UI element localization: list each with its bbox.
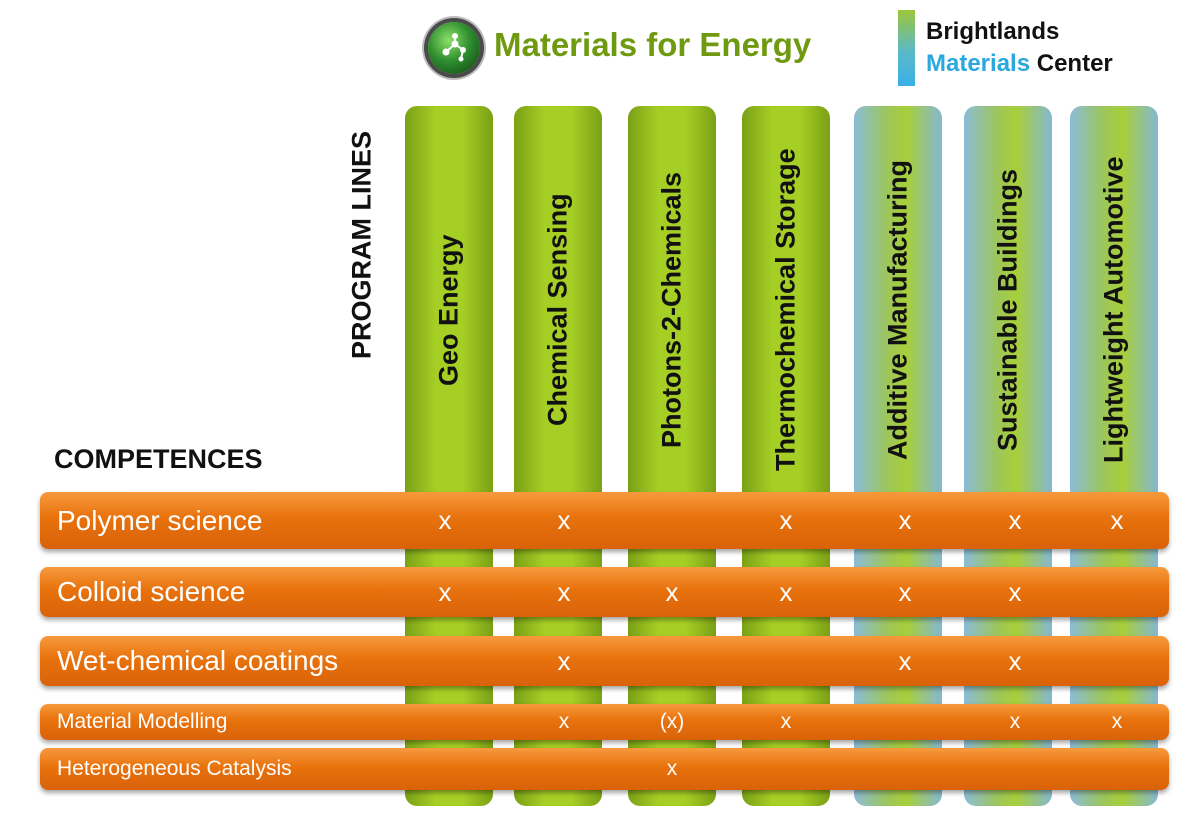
competence-row-label: Heterogeneous Catalysis xyxy=(57,757,292,780)
competence-mark xyxy=(642,636,702,686)
competence-mark xyxy=(415,704,475,740)
competence-mark: x xyxy=(1110,505,1124,535)
competence-mark: x xyxy=(557,505,571,535)
competence-mark: x xyxy=(666,757,678,780)
competence-mark xyxy=(1087,636,1147,686)
competence-mark: x xyxy=(557,576,571,607)
competence-mark: x xyxy=(898,576,912,607)
program-column-label: Additive Manufacturing xyxy=(882,160,913,461)
competence-mark: x xyxy=(438,505,452,535)
brand-name-accent: Materials xyxy=(926,50,1031,77)
brand-name-rest: Center xyxy=(1030,50,1113,77)
competence-mark: x xyxy=(1008,576,1022,607)
program-column-label: Sustainable Buildings xyxy=(992,168,1023,452)
competence-mark: x xyxy=(779,505,793,535)
competence-row-colloid-science: Colloid science x x x x x x xyxy=(40,567,1169,617)
competence-row-label: Colloid science xyxy=(57,576,246,607)
program-column-label: Lightweight Automotive xyxy=(1098,156,1129,464)
program-column-lightweight-automotive: Lightweight Automotive xyxy=(1070,106,1158,806)
competence-row-material-modelling: Material Modelling x (x) x x x xyxy=(40,704,1169,740)
program-column-label: Chemical Sensing xyxy=(542,193,573,427)
competence-mark: x xyxy=(779,576,793,607)
competence-mark xyxy=(415,636,475,686)
program-column-sustainable-buildings: Sustainable Buildings xyxy=(964,106,1052,806)
competence-mark xyxy=(1087,748,1147,790)
competence-mark: x xyxy=(558,710,570,733)
competence-mark: x xyxy=(557,645,571,676)
competence-mark: x xyxy=(1008,645,1022,676)
competence-mark xyxy=(534,748,594,790)
competences-label: COMPETENCES xyxy=(54,444,263,474)
competence-mark: x xyxy=(1111,710,1123,733)
competence-mark: x xyxy=(1008,505,1022,535)
program-column-photons-2-chemicals: Photons-2-Chemicals xyxy=(628,106,716,806)
program-column-additive-manufacturing: Additive Manufacturing xyxy=(854,106,942,806)
program-column-chemical-sensing: Chemical Sensing xyxy=(514,106,602,806)
program-column-label: Thermochemical Storage xyxy=(770,148,801,472)
program-lines-label: PROGRAM LINES xyxy=(346,131,377,360)
competence-mark xyxy=(985,748,1045,790)
materials-for-energy-logo-icon xyxy=(428,22,480,74)
brand-bar-icon xyxy=(898,10,915,86)
page-title: Materials for Energy xyxy=(494,26,812,63)
competence-mark: x xyxy=(438,576,452,607)
competence-mark: x xyxy=(780,710,792,733)
brand-name-line1: Brightlands xyxy=(926,18,1060,45)
competence-mark: (x) xyxy=(659,710,685,733)
competence-row-polymer-science: Polymer science x x x x x x xyxy=(40,492,1169,549)
competence-mark: x xyxy=(898,505,912,535)
competence-mark: x xyxy=(1009,710,1021,733)
competence-mark: x xyxy=(665,576,679,607)
program-column-geo-energy: Geo Energy xyxy=(405,106,493,806)
competence-mark xyxy=(756,636,816,686)
competence-mark: x xyxy=(898,645,912,676)
competence-mark xyxy=(756,748,816,790)
brand-name-line2: Materials Center xyxy=(926,50,1113,78)
competence-row-label: Material Modelling xyxy=(57,710,228,733)
program-column-label: Photons-2-Chemicals xyxy=(656,171,687,449)
competence-row-label: Wet-chemical coatings xyxy=(57,645,339,676)
competence-row-heterogeneous-catalysis: Heterogeneous Catalysis x xyxy=(40,748,1169,790)
competence-mark xyxy=(1087,567,1147,617)
competence-mark xyxy=(875,748,935,790)
program-column-thermochemical-storage: Thermochemical Storage xyxy=(742,106,830,806)
competence-mark xyxy=(415,748,475,790)
competence-mark xyxy=(642,492,702,549)
competence-mark xyxy=(875,704,935,740)
competence-row-wet-chemical-coatings: Wet-chemical coatings x x x xyxy=(40,636,1169,686)
program-column-label: Geo Energy xyxy=(433,234,464,386)
competence-row-label: Polymer science xyxy=(57,504,263,536)
